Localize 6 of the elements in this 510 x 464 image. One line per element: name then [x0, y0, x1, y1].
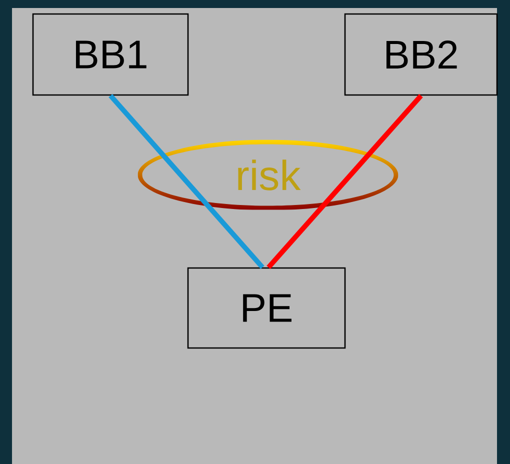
- ellipse-label: risk: [238, 160, 301, 190]
- label-box: BB1: [32, 13, 189, 96]
- label-box: BB2: [344, 13, 498, 96]
- connector-line: [266, 94, 423, 270]
- connector-line: [108, 94, 264, 270]
- label-box: PE: [187, 267, 346, 349]
